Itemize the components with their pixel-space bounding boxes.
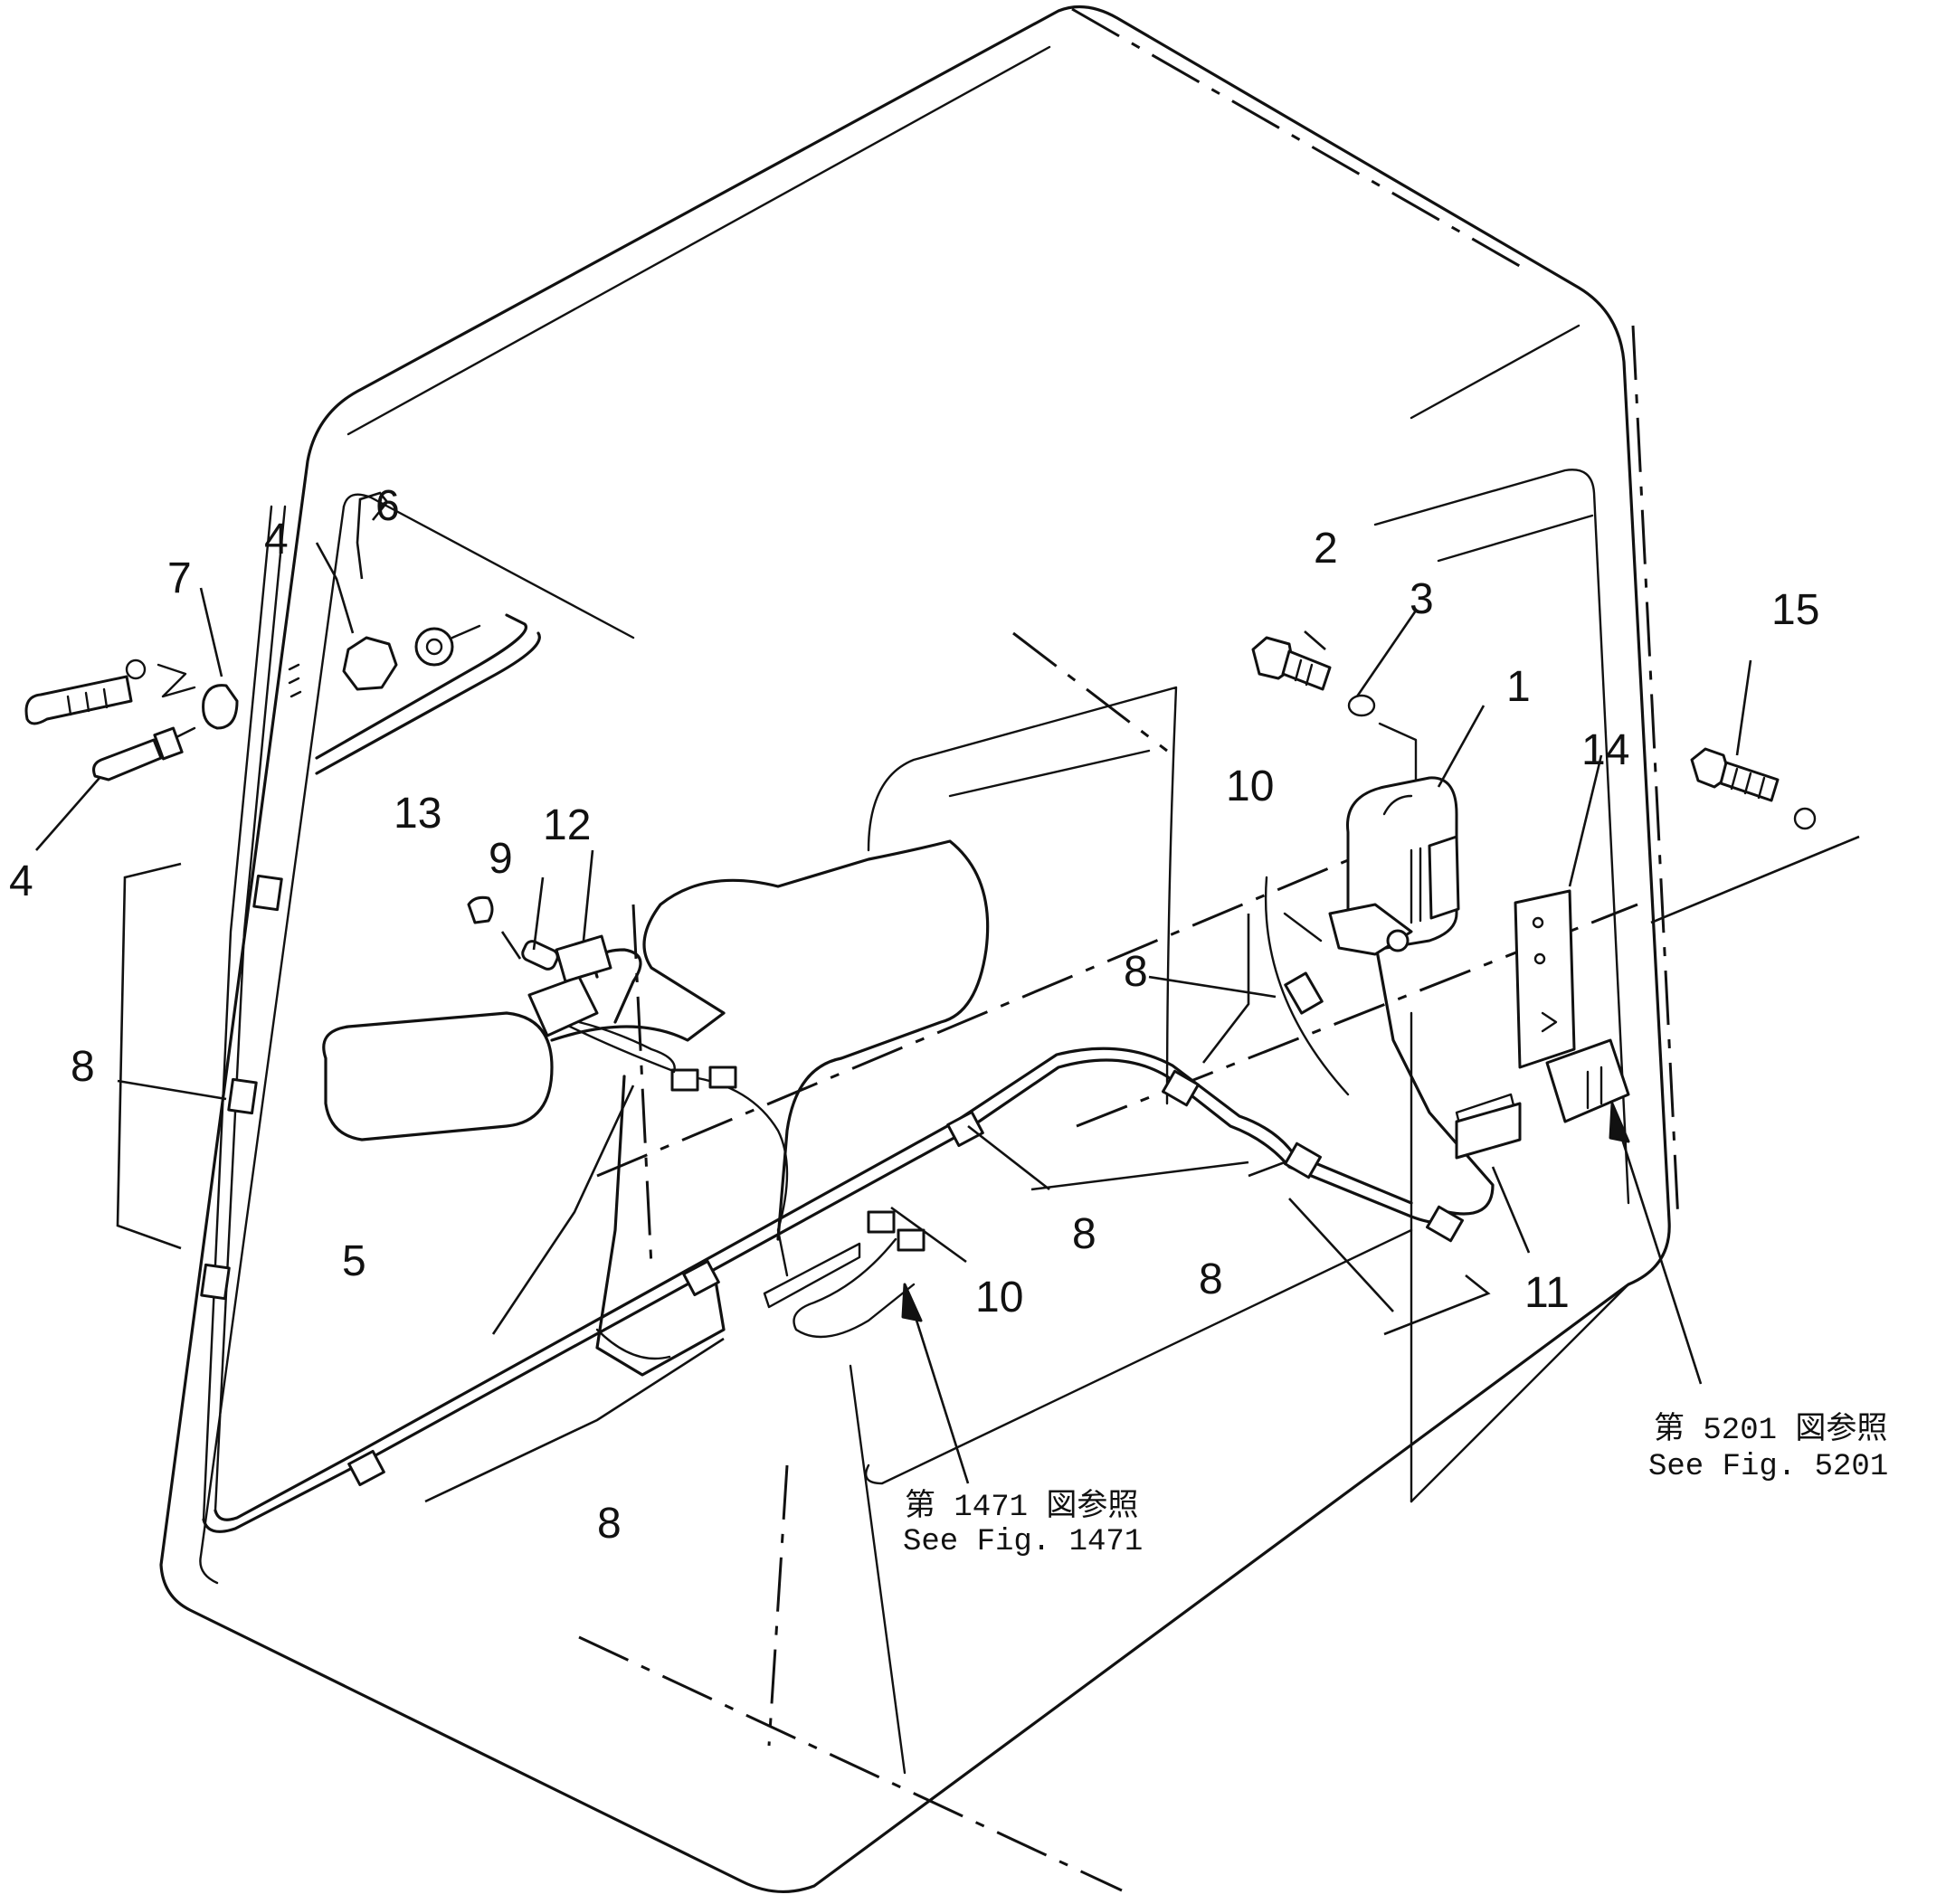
- callout-3: 3: [1410, 575, 1434, 623]
- bolt-shank: [1281, 649, 1332, 691]
- cab-body: [159, 5, 1680, 1893]
- clamp: [1426, 1205, 1464, 1243]
- callout-4-lower: 4: [9, 857, 33, 905]
- connector: [897, 1228, 926, 1252]
- fig-1471-ref-jp: 第 1471 図参照: [905, 1488, 1138, 1525]
- callout-8-left: 8: [71, 1043, 95, 1091]
- callout-13: 13: [394, 790, 441, 838]
- callout-8-center: 8: [1072, 1210, 1096, 1258]
- callout-10-lower: 10: [975, 1274, 1023, 1321]
- connector: [867, 1210, 896, 1234]
- callout-14: 14: [1581, 726, 1629, 774]
- callout-12: 12: [543, 801, 591, 849]
- clamp: [1284, 971, 1324, 1015]
- switch-assembly: [467, 895, 676, 1074]
- bulb: [467, 895, 494, 924]
- clamp: [1162, 1069, 1200, 1107]
- clamp: [946, 1110, 984, 1148]
- upper-left-hardware: [24, 624, 481, 781]
- operator-seat: [322, 839, 990, 1377]
- clamp: [200, 1263, 231, 1301]
- clamp: [227, 1077, 258, 1115]
- callout-4-upper: 4: [264, 516, 289, 564]
- figure-references: 第 1471 図参照 See Fig. 1471 第 5201 図参照 See …: [903, 1411, 1888, 1559]
- callout-11: 11: [1524, 1269, 1570, 1317]
- clamp: [347, 1449, 385, 1487]
- right-hardware: [1251, 636, 1817, 1160]
- washer: [1793, 807, 1817, 830]
- washer: [1347, 694, 1376, 717]
- washer: [125, 658, 147, 680]
- callout-1: 1: [1506, 663, 1531, 711]
- switch-bolt: [92, 738, 163, 781]
- callout-10-upper: 10: [1226, 763, 1274, 810]
- connector: [670, 1068, 699, 1092]
- bolt: [24, 675, 133, 725]
- callout-6: 6: [375, 482, 400, 530]
- callout-5: 5: [342, 1237, 366, 1285]
- gasket: [202, 684, 239, 730]
- callout-7: 7: [167, 554, 192, 602]
- nut: [414, 627, 454, 667]
- callout-9: 9: [489, 835, 513, 883]
- clamp: [682, 1259, 720, 1297]
- fig-5201-ref-en: See Fig. 5201: [1648, 1450, 1888, 1484]
- callout-15: 15: [1771, 586, 1819, 634]
- bracket-plate: [1514, 889, 1576, 1069]
- floor-connectors: [670, 1066, 1522, 1339]
- callout-2: 2: [1314, 525, 1338, 573]
- callout-8-bottom: 8: [597, 1500, 622, 1548]
- clamp: [252, 874, 283, 912]
- callout-labels: 1 2 3 4 4 5 6 7 8 8 8 8 8 9 10 10 11 12 …: [9, 482, 1819, 1548]
- knob: [342, 636, 398, 691]
- label-plate: [1455, 1102, 1522, 1160]
- callout-8-right: 8: [1199, 1255, 1223, 1303]
- switch-knob: [521, 940, 559, 971]
- callout-8-upper-right: 8: [1124, 948, 1148, 996]
- connector: [708, 1066, 737, 1089]
- fig-5201-ref-jp: 第 5201 図参照: [1654, 1411, 1887, 1448]
- clamp: [1284, 1141, 1322, 1179]
- wiring-harness: [200, 505, 1495, 1533]
- fig-1471-ref-en: See Fig. 1471: [903, 1525, 1143, 1559]
- leader-lines: [35, 491, 1860, 1503]
